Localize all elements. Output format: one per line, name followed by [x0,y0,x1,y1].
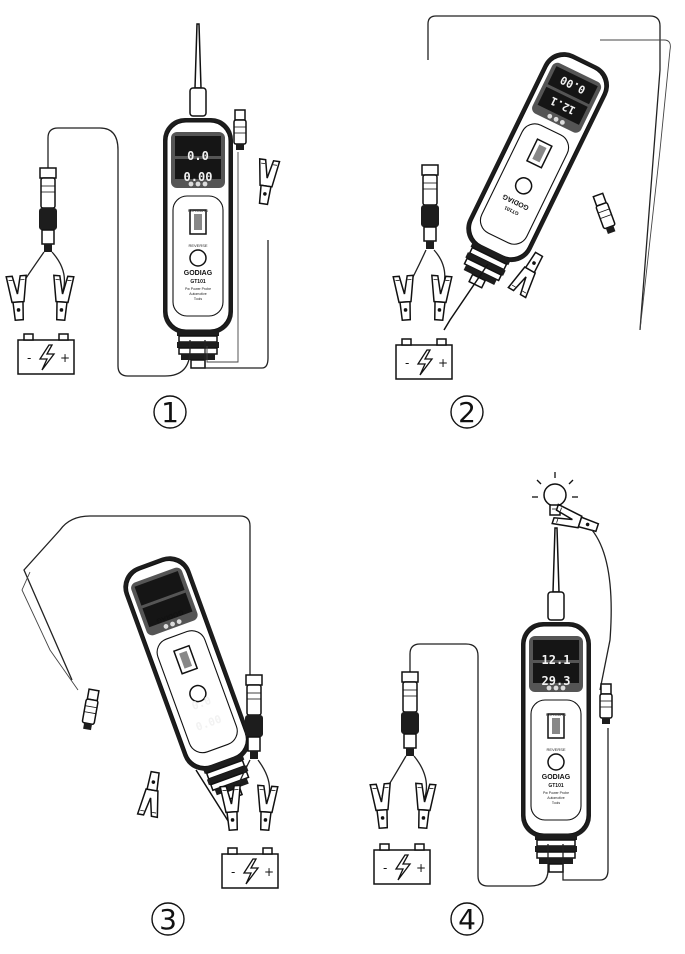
cigarette-plug-icon [400,671,420,757]
connector-plug-icon [80,688,101,732]
alligator-clip-icon [5,274,30,322]
battery-minus-4: - [383,861,387,875]
probe-tip [552,527,560,593]
subtitle-4a: Pw Power Probe [543,791,569,795]
display-top-3: 0.0 [190,694,213,713]
connector-plug-icon [591,192,619,236]
alligator-clip-icon [136,769,166,819]
brand-label-1: GODIAG [184,270,213,277]
step-marker-4 [450,902,484,936]
display-bottom-4: 29.3 [542,674,571,688]
step-number-1: 1 [161,396,179,429]
connector-plug-icon [599,683,613,725]
battery-plus-1: + [60,351,70,365]
subtitle-1a: Pw Power Probe [185,287,211,291]
step-number-2: 2 [458,396,476,429]
light-bulb-icon [532,472,578,516]
cigarette-plug-icon [38,167,58,253]
subtitle-4c: Tools [552,801,560,805]
connector-plug-icon [233,109,247,151]
alligator-clip-icon [50,274,75,322]
step-marker-1 [153,395,187,429]
cigarette-plug-icon [420,164,440,250]
battery-plus-4: + [416,861,426,875]
alligator-clip-icon [254,784,279,832]
battery-minus-3: - [231,865,235,879]
cigarette-plug-icon [244,674,264,760]
brand-label-4: GODIAG [542,774,571,781]
battery-plus-3: + [264,865,274,879]
display-bottom-1: 0.00 [184,170,213,184]
probe-tip [194,23,202,89]
alligator-clip-icon [412,782,437,830]
step-marker-3 [151,902,185,936]
switch-label-bottom-4: REVERSE [546,747,565,752]
step-1-panel: 0.0 0.00 FORWARD REVERSE GODIAG GT101 Pw… [5,23,281,429]
step-number-4: 4 [458,903,476,936]
alligator-clip-icon [392,274,417,322]
step-marker-2 [450,395,484,429]
switch-label-top-4: FORWARD [546,712,567,717]
display-top-1: 0.0 [187,149,209,163]
battery-minus-2: - [405,356,409,370]
alligator-clip-icon [369,782,394,830]
alligator-clip-icon [252,158,281,206]
step-3-panel: 0.0 0.00 GODIAG - + 3 [21,515,279,936]
alligator-clip-icon [428,274,453,322]
switch-label-bottom-1: REVERSE [188,243,207,248]
subtitle-1c: Tools [194,297,202,301]
battery-plus-2: + [438,356,448,370]
display-top-4: 12.1 [542,653,571,667]
model-label-4: GT101 [548,783,564,789]
step-2-panel: 0.00 12.1 GODIAG GT101 - + 2 [392,15,671,429]
model-label-1: GT101 [190,279,206,285]
step-4-panel: 12.1 29.3 FORWARD REVERSE GODIAG GT101 P… [369,472,613,936]
subtitle-4b: Automotive [547,796,565,800]
step-number-3: 3 [159,903,177,936]
switch-label-top-1: FORWARD [188,208,209,213]
subtitle-1b: Automotive [189,292,207,296]
battery-minus-1: - [27,351,31,365]
